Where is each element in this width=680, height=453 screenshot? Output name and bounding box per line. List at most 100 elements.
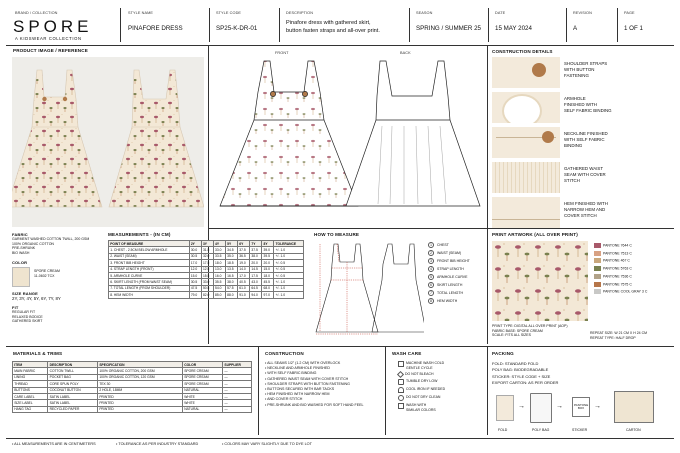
wash-care-item: DO NOT BLEACH: [396, 371, 445, 379]
print-artwork-title: PRINT ARTWORK (ALL OVER PRINT): [492, 232, 578, 237]
table-cell: —: [222, 367, 252, 375]
description-line-1: Pinafore dress with gathered skirt,: [286, 20, 371, 26]
table-cell: 8. HEM WIDTH: [108, 291, 190, 299]
detail-photo: [492, 92, 560, 123]
table-cell: +/- 0.5: [273, 259, 304, 267]
materials-table: ITEM DESCRIPTION SPECIFICATION COLOR SUP…: [11, 360, 252, 414]
fabric-block: FABRIC GARMENT WASHED COTTON TWILL, 200 …: [12, 232, 122, 324]
pantone-swatch: [594, 273, 601, 279]
size-range: 2Y, 3Y, 4Y, 5Y, 6Y, 7Y, 8Y: [12, 295, 61, 301]
pantone-item: PANTONE 7575 C: [594, 281, 647, 287]
detail-photo: [492, 162, 560, 193]
table-cell: 30.5: [188, 278, 202, 286]
table-cell: SIZE LABEL: [11, 399, 49, 407]
how-to-measure-diagram: [315, 243, 424, 335]
revision: A: [573, 25, 578, 32]
table-cell: 15.5: [200, 271, 214, 280]
table-cell: 91.0: [237, 291, 251, 299]
table-cell: 33.5: [212, 252, 226, 261]
fit-line: REGULAR FIT: [12, 309, 36, 314]
color-code: 11-0602 TCX: [34, 273, 55, 278]
construction-item: SHOULDER STRAPS WITH BUTTON FASTENING: [265, 382, 364, 387]
fit-line: GATHERED SKIRT: [12, 319, 43, 324]
size-range-title: SIZE RANGE: [12, 290, 38, 296]
table-cell: NATURAL: [182, 386, 224, 394]
table-cell: SPORE CREAM: [182, 367, 224, 375]
pantone-item: PANTONE 467 C: [594, 258, 647, 264]
table-cell: 36.5: [237, 252, 251, 261]
table-cell: 14.0: [237, 265, 251, 273]
packing-step-label: POLY BAG: [532, 428, 550, 432]
table-cell: 17.5: [200, 259, 214, 267]
table-cell: 15.0: [261, 265, 275, 273]
construction-title: CONSTRUCTION: [265, 351, 304, 356]
table-cell: 40.5: [237, 278, 251, 286]
front-flat: [219, 60, 359, 207]
sticker-icon: PANTONE BOX: [572, 397, 590, 417]
no-bleach-icon: [396, 371, 405, 379]
construction-details-list: SHOULDER STRAPS WITH BUTTON FASTENING AR…: [492, 57, 674, 230]
table-cell: +/- 1.0: [273, 284, 304, 293]
measurements-title: MEASUREMENTS - (IN CM): [108, 232, 171, 237]
pantone-item: PANTONE 7644 C: [594, 243, 647, 248]
wash-care-item: DO NOT DRY CLEAN: [398, 395, 445, 402]
table-cell: —: [222, 373, 252, 382]
column-header: COLOR: [182, 360, 224, 369]
construction-item: BUTTONS SECURED WITH BAR TACKS: [265, 387, 364, 392]
table-cell: 38.0: [224, 278, 239, 286]
back-flat: [345, 60, 481, 207]
poly-bag-icon: [530, 393, 552, 423]
packing-step-label: CARTON: [626, 428, 641, 432]
description-label: DESCRIPTION: [286, 11, 314, 15]
table-cell: 39.5: [261, 252, 275, 261]
table-cell: 61.0: [237, 284, 251, 293]
table-cell: 32.0: [200, 252, 214, 261]
table-cell: 79.0: [188, 291, 202, 299]
arrow-icon: →: [594, 403, 601, 410]
table-cell: RECYCLED PAPER: [47, 405, 99, 414]
footer-note: • COLORS MAY VARY SLIGHTLY DUE TO DYE LO…: [222, 442, 312, 446]
style-code-label: STYLE CODE: [216, 11, 242, 15]
carton-icon: [614, 391, 654, 423]
table-cell: 82.0: [200, 291, 214, 299]
table-cell: 35.5: [212, 278, 226, 286]
print-artwork-drawing: [492, 241, 588, 321]
arrow-icon: →: [556, 403, 563, 410]
fabric-base: FABRIC BASE: SPORE CREAM: [492, 328, 543, 333]
table-cell: 68.0: [261, 284, 275, 293]
color-name: SPORE CREAM: [34, 268, 60, 273]
fabric-line: BIO WASH: [12, 251, 30, 256]
fabric-line: 100% ORGANIC COTTON: [12, 241, 54, 246]
table-cell: 19.0: [237, 259, 251, 267]
column-header: SUPPLIER: [222, 360, 252, 369]
brand-tagline: A KIDSWEAR COLLECTION: [15, 36, 82, 41]
construction-item: WITH SELF FABRIC BINDING: [265, 371, 364, 376]
table-cell: +/- 1.0: [273, 278, 304, 286]
print-type: PRINT TYPE: DIGITAL ALL OVER PRINT (AOP): [492, 324, 568, 328]
wash-tub-icon: [398, 361, 404, 367]
page-label: PAGE: [624, 11, 635, 15]
detail-item: SHOULDER STRAPS WITH BUTTON FASTENING: [492, 57, 674, 90]
detail-item: ARMHOLE FINISHED WITH SELF FABRIC BINDIN…: [492, 92, 674, 125]
arrow-icon: →: [518, 403, 525, 410]
pantone-swatch: [594, 243, 601, 248]
repeat-specs: REPEAT SIZE: W 21 CM X H 24 CM REPEAT TY…: [590, 331, 647, 340]
table-cell: 97.0: [261, 291, 275, 299]
detail-item: GATHERED WAIST SEAM WITH COVER STITCH: [492, 162, 674, 195]
table-cell: 20.0: [261, 259, 275, 267]
